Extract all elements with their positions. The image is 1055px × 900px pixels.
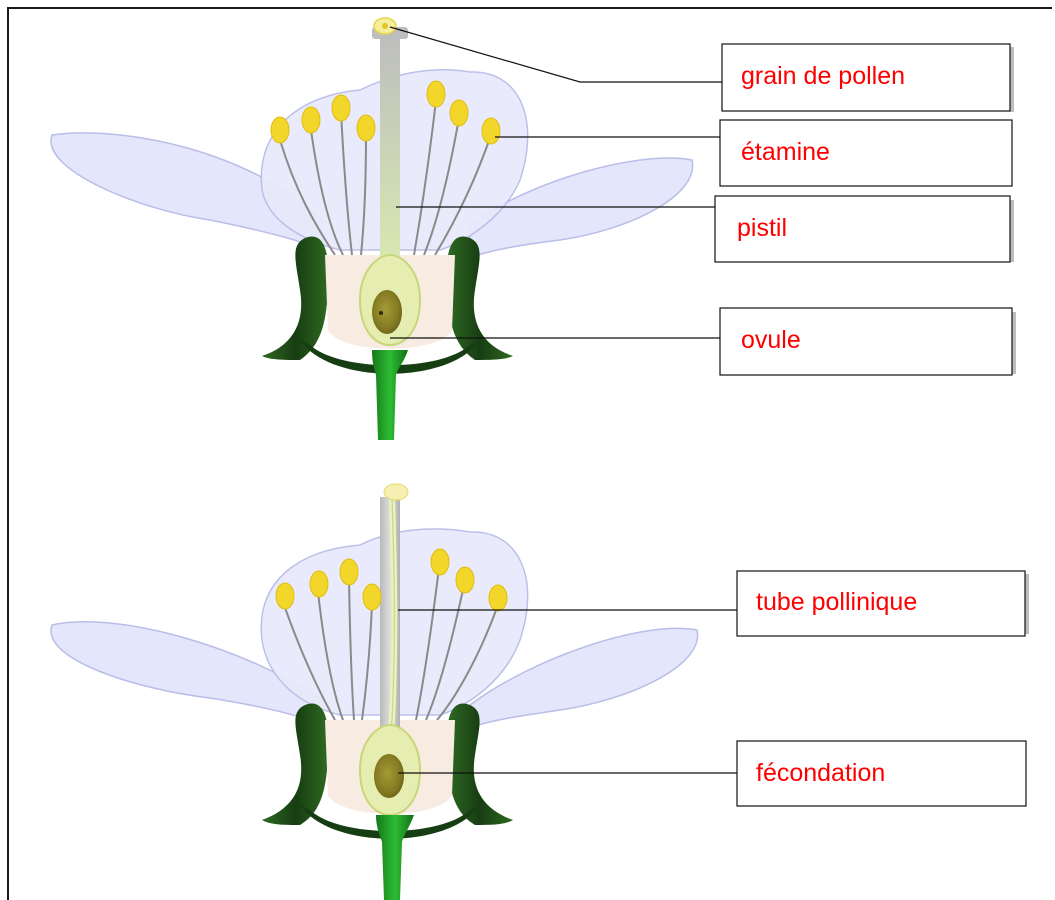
pistil-style bbox=[380, 30, 400, 280]
flower-pollination bbox=[51, 18, 693, 440]
sepal-left bbox=[262, 236, 328, 360]
label-ovule-text: ovule bbox=[741, 326, 801, 354]
flower-fertilization bbox=[51, 484, 698, 900]
flower-stalk bbox=[372, 350, 408, 440]
label-grain: grain de pollen bbox=[722, 44, 1014, 112]
label-pistil: pistil bbox=[715, 196, 1014, 262]
label-etamine-text: étamine bbox=[741, 138, 830, 166]
pollen-grain-2 bbox=[384, 484, 408, 500]
label-tube: tube pollinique bbox=[737, 571, 1029, 636]
ovule-nucleus bbox=[379, 311, 383, 315]
ovule bbox=[372, 290, 402, 334]
label-pistil-text: pistil bbox=[737, 214, 787, 242]
label-tube-text: tube pollinique bbox=[756, 588, 917, 616]
ovule-2 bbox=[374, 754, 404, 798]
label-fecondation: fécondation bbox=[737, 741, 1026, 806]
label-grain-text: grain de pollen bbox=[741, 62, 905, 90]
label-fecondation-text: fécondation bbox=[756, 759, 885, 787]
label-etamine: étamine bbox=[720, 120, 1012, 186]
label-ovule: ovule bbox=[720, 308, 1016, 375]
flower-stalk-2 bbox=[376, 815, 414, 900]
sepal-left-2 bbox=[262, 703, 328, 825]
pollen-grain-core bbox=[382, 23, 388, 29]
